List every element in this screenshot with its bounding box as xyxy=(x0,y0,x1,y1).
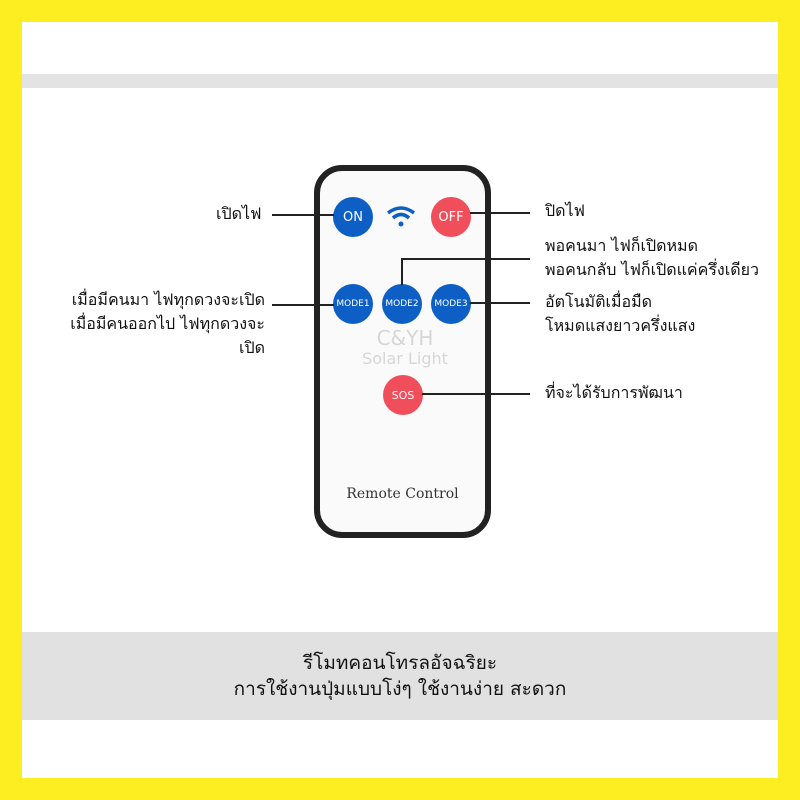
leader-line-off xyxy=(470,212,530,214)
top-band xyxy=(22,74,778,88)
watermark-logo: C&YH Solar Light xyxy=(330,327,480,369)
on-annotation: เปิดไฟ xyxy=(216,204,262,223)
caption-subtitle: การใช้งานปุ่มแบบโง่ๆ ใช้งานง่าย สะดวก xyxy=(233,678,567,700)
mode2-annotation-line: พอคนมา ไฟก็เปิดหมด xyxy=(545,236,698,255)
caption-band: รีโมทคอนโทรลอัจฉริยะ การใช้งานปุ่มแบบโง่… xyxy=(22,632,778,720)
leader-line-sos xyxy=(422,393,530,395)
caption-title: รีโมทคอนโทรลอัจฉริยะ xyxy=(302,652,498,674)
mode2-annotation-line: พอคนกลับ ไฟก็เปิดแค่ครึ่งเดียว xyxy=(545,260,759,279)
sos-annotation: ที่จะได้รับการพัฒนา xyxy=(545,383,683,402)
mode3-annotation-line: อัตโนมัติเมื่อมืด xyxy=(545,292,653,311)
leader-line-on xyxy=(272,214,334,216)
mode1-annotation-line: เมื่อมีคนมา ไฟทุกดวงจะเปิด xyxy=(71,290,265,309)
on-button[interactable]: ON xyxy=(333,197,373,237)
mode1-button[interactable]: MODE1 xyxy=(333,284,373,324)
wifi-signal-icon xyxy=(386,206,416,227)
mode2-button[interactable]: MODE2 xyxy=(382,284,422,324)
leader-line-mode2 xyxy=(401,258,530,260)
watermark-sub: Solar Light xyxy=(362,349,448,368)
sos-button[interactable]: SOS xyxy=(383,375,423,415)
off-button[interactable]: OFF xyxy=(431,197,471,237)
mode1-annotation: เมื่อมีคนมา ไฟทุกดวงจะเปิด เมื่อมีคนออกไ… xyxy=(60,288,265,360)
leader-line-mode3 xyxy=(470,302,530,304)
off-annotation: ปิดไฟ xyxy=(545,201,585,220)
mode3-annotation-line: โหมดแสงยาวครึ่งแสง xyxy=(545,316,696,335)
leader-line-mode1 xyxy=(272,304,334,306)
remote-label: Remote Control xyxy=(346,486,459,502)
mode3-button[interactable]: MODE3 xyxy=(431,284,471,324)
leader-line-mode2-vertical xyxy=(401,258,403,285)
mode3-annotation: อัตโนมัติเมื่อมืด โหมดแสงยาวครึ่งแสง xyxy=(545,290,695,338)
mode1-annotation-line: เมื่อมีคนออกไป ไฟทุกดวงจะเปิด xyxy=(70,314,265,357)
watermark-brand: C&YH xyxy=(376,326,434,350)
mode2-annotation: พอคนมา ไฟก็เปิดหมด พอคนกลับ ไฟก็เปิดแค่ค… xyxy=(545,234,759,282)
